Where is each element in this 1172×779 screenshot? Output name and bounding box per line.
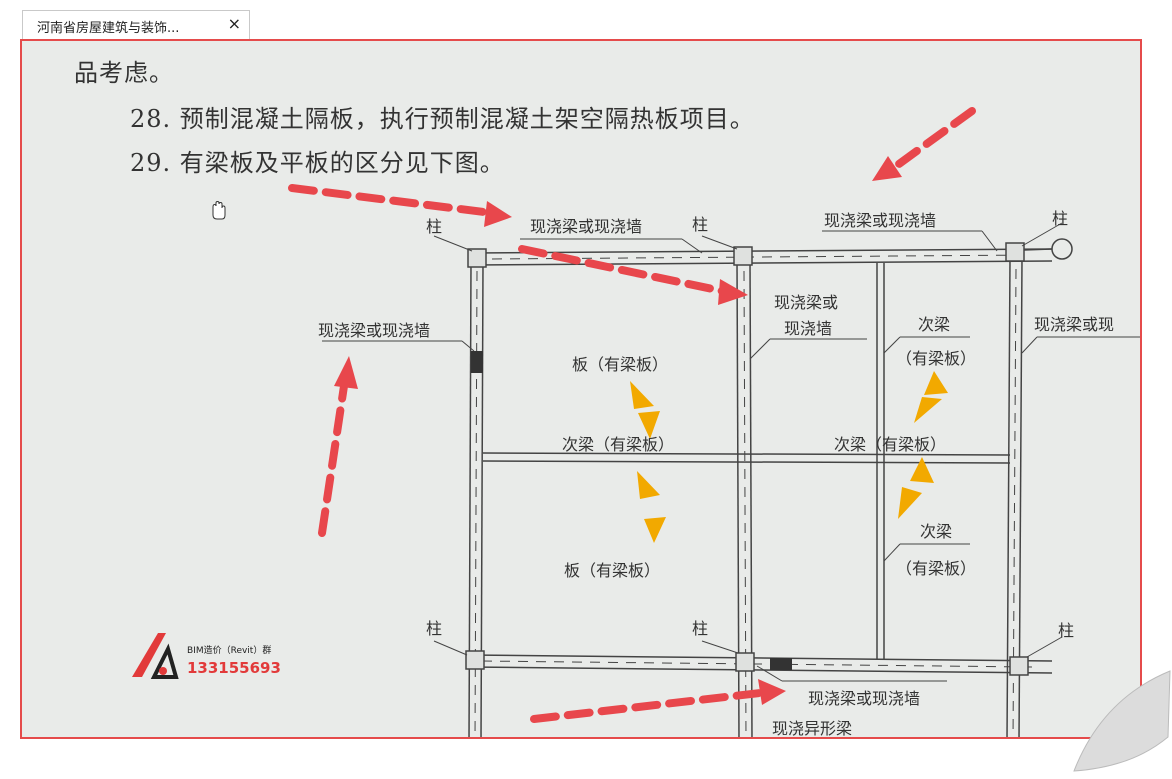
column-label: 柱 xyxy=(692,215,709,234)
column-label: 柱 xyxy=(426,217,443,236)
text-line-29: 29. 有梁板及平板的区分见下图。 xyxy=(130,149,505,177)
red-arrow xyxy=(888,107,976,173)
beam-label: 现浇梁或 xyxy=(774,293,839,312)
beam-slab-diagram xyxy=(212,107,1140,737)
slab-label: 板（有梁板） xyxy=(572,355,669,374)
secondary-beam-label: 次梁（有梁板） xyxy=(834,435,947,454)
watermark-number: 133155693 xyxy=(187,659,281,677)
beam-label: 现浇梁或现浇墙 xyxy=(808,689,921,708)
beam-label: 现浇梁或现浇墙 xyxy=(824,211,937,230)
secondary-beam-label: 次梁 xyxy=(918,315,951,334)
secondary-beam-label: 次梁 xyxy=(920,522,953,541)
slab-label: （有梁板） xyxy=(896,349,977,368)
tab-bar: 河南省房屋建筑与装饰... × xyxy=(0,0,1172,40)
watermark-text: BIM造价（Revit）群 xyxy=(187,646,272,656)
red-arrow xyxy=(530,689,764,723)
beam-label: 现浇梁或现 xyxy=(1034,315,1115,334)
red-arrow xyxy=(518,245,726,295)
secondary-beam-label: 次梁（有梁板） xyxy=(562,435,675,454)
beam-label: 现浇异形梁 xyxy=(772,719,853,738)
beam-label: 现浇梁或现浇墙 xyxy=(530,217,643,236)
column-label: 柱 xyxy=(426,619,443,638)
document-tab[interactable]: 河南省房屋建筑与装饰... × xyxy=(22,10,250,40)
page-curl-icon xyxy=(1042,659,1172,779)
beam-label: 现浇墙 xyxy=(784,319,833,338)
close-icon[interactable]: × xyxy=(227,14,241,33)
text-line-top: 品考虑。 xyxy=(74,59,174,87)
beam-label: 现浇梁或现浇墙 xyxy=(318,321,431,340)
watermark-logo xyxy=(132,633,179,679)
red-arrow xyxy=(318,382,348,537)
slab-label: 板（有梁板） xyxy=(564,561,661,580)
red-arrow xyxy=(288,184,496,217)
beam-section-mark xyxy=(770,658,792,670)
text-line-28: 28. 预制混凝土隔板，执行预制混凝土架空隔热板项目。 xyxy=(130,105,755,133)
hand-cursor-icon xyxy=(212,200,226,220)
column-label: 柱 xyxy=(692,619,709,638)
column-label: 柱 xyxy=(1058,621,1075,640)
document-page: 品考虑。 28. 预制混凝土隔板，执行预制混凝土架空隔热板项目。 29. 有梁板… xyxy=(20,39,1142,739)
tab-title: 河南省房屋建筑与装饰... xyxy=(37,21,180,36)
slab-label: （有梁板） xyxy=(896,559,977,578)
beam-section-mark xyxy=(471,351,483,373)
column-label: 柱 xyxy=(1052,209,1069,228)
